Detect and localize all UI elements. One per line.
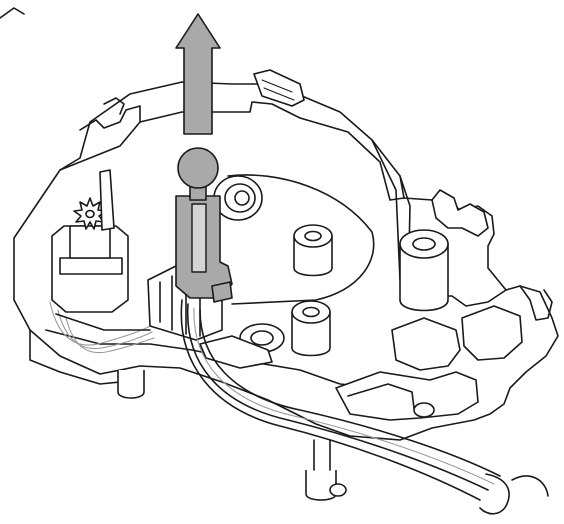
wire-loop-light xyxy=(49,301,151,346)
housing-clip-detail xyxy=(261,79,295,101)
bearing-inner xyxy=(234,190,250,206)
wire-light-1 xyxy=(193,307,495,485)
knob-lever xyxy=(175,147,233,303)
wire-loop-light-3 xyxy=(65,317,155,354)
wire-loop-light-2 xyxy=(57,309,153,350)
wire-dark-1 xyxy=(180,299,481,501)
connector-tab xyxy=(199,335,273,369)
boss-lower xyxy=(291,311,331,357)
lever-knob xyxy=(177,147,219,189)
housing-tab-left-2 xyxy=(103,97,125,115)
housing-right-block-2 xyxy=(461,305,523,361)
housing-right-box-detail xyxy=(347,383,415,409)
wire-dark-2 xyxy=(186,303,489,491)
housing-tab-left xyxy=(79,105,141,131)
lever-face xyxy=(191,203,207,273)
wire-tie-end xyxy=(511,475,549,497)
lever-foot xyxy=(211,281,233,303)
wire-tie xyxy=(479,473,510,515)
foot-right-stem xyxy=(313,439,331,471)
gear-body xyxy=(69,225,111,259)
lift-arrow xyxy=(175,13,221,135)
housing-right-block xyxy=(391,317,461,371)
boss-large xyxy=(399,243,449,312)
boss-large-hole xyxy=(412,237,436,251)
housing-right-lip xyxy=(519,285,553,321)
arrow-up xyxy=(175,13,221,135)
gear-shaft xyxy=(99,169,115,231)
foot-left xyxy=(117,370,145,399)
boss-upper-hole xyxy=(304,230,322,242)
boss-ring-inner xyxy=(250,330,274,346)
housing-clip xyxy=(253,69,305,107)
gear-pinion xyxy=(49,169,155,354)
gear-collar xyxy=(59,257,123,275)
housing-tab-right xyxy=(431,189,489,237)
gear-front-plate xyxy=(55,313,151,331)
housing-inner-disc xyxy=(227,174,375,305)
screw-hole xyxy=(413,402,435,418)
boss-lower-hole xyxy=(302,306,320,318)
connector-ribs xyxy=(159,275,201,337)
gear-center xyxy=(85,209,95,219)
foot-right xyxy=(305,470,337,501)
housing-right-box xyxy=(335,371,479,421)
boss-posts xyxy=(117,175,449,501)
wire-dark-3 xyxy=(199,309,501,477)
corner-outline xyxy=(0,7,25,19)
foot-right-pin xyxy=(329,483,347,497)
housing-rim xyxy=(59,101,405,201)
wire-bundle xyxy=(180,299,549,515)
housing xyxy=(13,69,559,441)
housing-front-edge xyxy=(29,329,141,385)
